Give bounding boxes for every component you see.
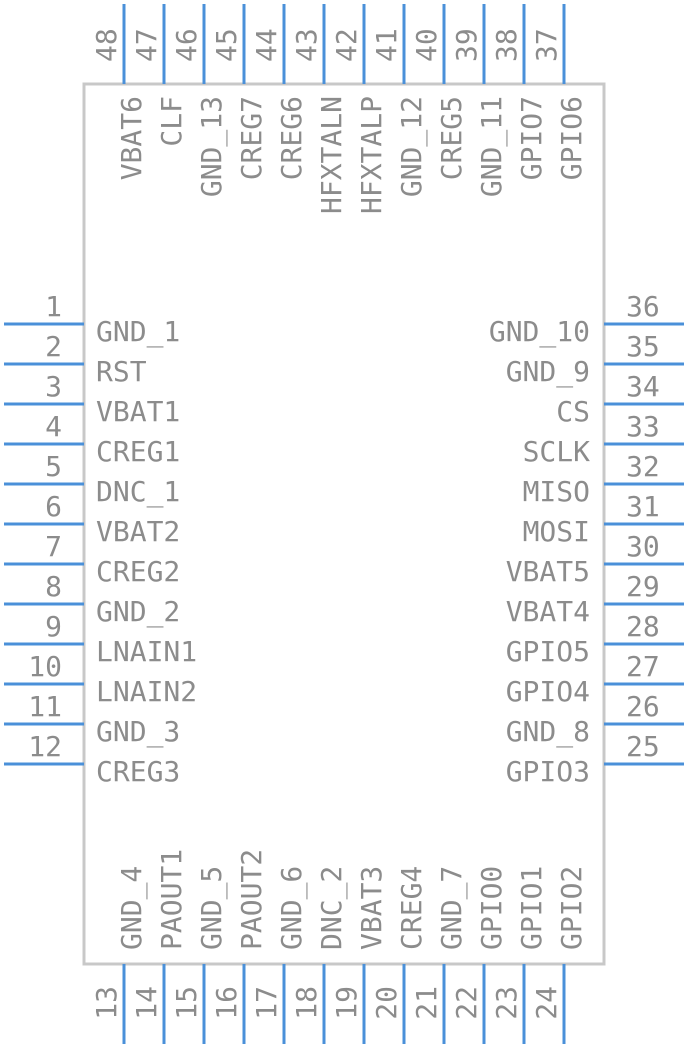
pin-label-lnain1: LNAIN1	[96, 635, 197, 668]
pin-1-number: 1	[45, 290, 62, 323]
pin-19-number: 19	[330, 986, 363, 1020]
pin-label-miso: MISO	[523, 475, 590, 508]
pin-39-number: 39	[450, 28, 483, 62]
pin-label-gnd-3: GND_3	[96, 715, 180, 749]
pin-34-number: 34	[626, 370, 660, 403]
pin-30-number: 30	[626, 530, 660, 563]
pin-13-number: 13	[90, 986, 123, 1020]
pin-41-number: 41	[370, 28, 403, 62]
pin-label-gpio4: GPIO4	[506, 675, 590, 708]
pin-14-number: 14	[130, 986, 163, 1020]
pin-28-number: 28	[626, 610, 660, 643]
ic-body	[82, 82, 606, 966]
pin-label-gnd-11: GND_11	[475, 96, 509, 197]
pin-3-number: 3	[45, 370, 62, 403]
pin-5-number: 5	[45, 450, 62, 483]
pin-44-number: 44	[250, 28, 283, 62]
pin-25-number: 25	[626, 730, 660, 763]
pin-label-clf: CLF	[155, 96, 188, 147]
pin-label-paout1: PAOUT1	[155, 849, 188, 950]
pin-label-creg3: CREG3	[96, 755, 180, 788]
pin-label-dnc-2: DNC_2	[315, 866, 349, 950]
pin-label-mosi: MOSI	[523, 515, 590, 548]
pin-label-hfxtalp: HFXTALP	[355, 96, 388, 214]
pin-label-gpio1: GPIO1	[515, 866, 548, 950]
pin-31-number: 31	[626, 490, 660, 523]
pin-48-number: 48	[90, 28, 123, 62]
pin-label-creg1: CREG1	[96, 435, 180, 468]
pin-12-number: 12	[28, 730, 62, 763]
pin-label-creg5: CREG5	[435, 96, 468, 180]
pin-46-number: 46	[170, 28, 203, 62]
pin-label-creg4: CREG4	[395, 866, 428, 950]
pin-label-lnain2: LNAIN2	[96, 675, 197, 708]
pin-label-paout2: PAOUT2	[235, 849, 268, 950]
pin-23-number: 23	[490, 986, 523, 1020]
pin-label-gnd-5: GND_5	[195, 866, 229, 950]
pin-43-number: 43	[290, 28, 323, 62]
pin-4-number: 4	[45, 410, 62, 443]
pin-29-number: 29	[626, 570, 660, 603]
pin-label-gpio7: GPIO7	[515, 96, 548, 180]
pin-42-number: 42	[330, 28, 363, 62]
pin-label-gnd-8: GND_8	[506, 715, 590, 749]
pin-22-number: 22	[450, 986, 483, 1020]
pin-40-number: 40	[410, 28, 443, 62]
pin-16-number: 16	[210, 986, 243, 1020]
pin-label-creg6: CREG6	[275, 96, 308, 180]
pin-label-gnd-12: GND_12	[395, 96, 429, 197]
pin-15-number: 15	[170, 986, 203, 1020]
pin-label-vbat1: VBAT1	[96, 395, 180, 428]
pin-36-number: 36	[626, 290, 660, 323]
pin-45-number: 45	[210, 28, 243, 62]
pin-8-number: 8	[45, 570, 62, 603]
pin-label-sclk: SCLK	[523, 435, 591, 468]
pin-label-gnd-9: GND_9	[506, 355, 590, 389]
pin-38-number: 38	[490, 28, 523, 62]
pin-label-vbat5: VBAT5	[506, 555, 590, 588]
pin-7-number: 7	[45, 530, 62, 563]
pin-18-number: 18	[290, 986, 323, 1020]
pin-label-cs: CS	[556, 395, 590, 428]
pin-label-gpio5: GPIO5	[506, 635, 590, 668]
pin-label-gnd-2: GND_2	[96, 595, 180, 629]
pin-label-gnd-4: GND_4	[115, 866, 149, 950]
pin-label-gpio0: GPIO0	[475, 866, 508, 950]
pin-9-number: 9	[45, 610, 62, 643]
pin-label-vbat6: VBAT6	[115, 96, 148, 180]
pin-label-gnd-6: GND_6	[275, 866, 309, 950]
pin-37-number: 37	[530, 28, 563, 62]
pin-label-hfxtaln: HFXTALN	[315, 96, 348, 214]
pin-label-dnc-1: DNC_1	[96, 475, 180, 509]
pin-11-number: 11	[28, 690, 62, 723]
pin-label-gnd-10: GND_10	[489, 315, 590, 349]
pin-10-number: 10	[28, 650, 62, 683]
pin-label-rst: RST	[96, 355, 147, 388]
pin-20-number: 20	[370, 986, 403, 1020]
pin-label-vbat2: VBAT2	[96, 515, 180, 548]
pin-35-number: 35	[626, 330, 660, 363]
pin-label-gpio6: GPIO6	[555, 96, 588, 180]
pin-label-creg2: CREG2	[96, 555, 180, 588]
pin-label-gpio3: GPIO3	[506, 755, 590, 788]
pin-47-number: 47	[130, 28, 163, 62]
pin-label-vbat4: VBAT4	[506, 595, 590, 628]
pin-33-number: 33	[626, 410, 660, 443]
pin-2-number: 2	[45, 330, 62, 363]
pin-32-number: 32	[626, 450, 660, 483]
pin-label-vbat3: VBAT3	[355, 866, 388, 950]
pin-26-number: 26	[626, 690, 660, 723]
pin-label-creg7: CREG7	[235, 96, 268, 180]
pin-layer: 1GND_12RST3VBAT14CREG15DNC_16VBAT27CREG2…	[4, 4, 684, 1044]
pin-21-number: 21	[410, 986, 443, 1020]
pin-27-number: 27	[626, 650, 660, 683]
pin-24-number: 24	[530, 986, 563, 1020]
pin-6-number: 6	[45, 490, 62, 523]
pin-label-gnd-1: GND_1	[96, 315, 180, 349]
pin-17-number: 17	[250, 986, 283, 1020]
pin-label-gpio2: GPIO2	[555, 866, 588, 950]
pin-label-gnd-7: GND_7	[435, 866, 469, 950]
pin-label-gnd-13: GND_13	[195, 96, 229, 197]
